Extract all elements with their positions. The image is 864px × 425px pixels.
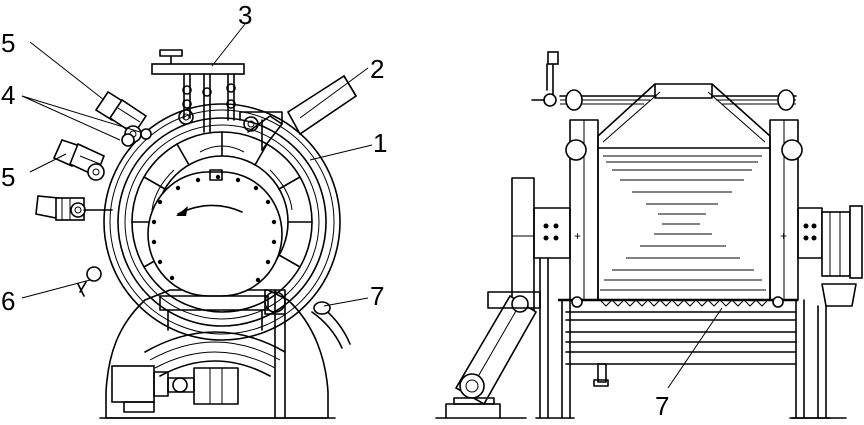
tank-top-inlet [654,83,713,99]
motor-middle [52,139,106,181]
side-view: + + [435,51,863,419]
motor-lower [35,195,113,221]
valve-upper [121,133,135,147]
swing-arm-pivot [459,373,485,399]
left-bracket [533,207,571,259]
rotation-arrow-head [176,206,188,216]
tank-hatching [600,155,766,291]
callout-5-upper: 5 [1,28,15,58]
swing-arm-mount [487,291,541,309]
lower-arc-3 [154,351,276,369]
drive-shaft [167,377,195,393]
handwheel [159,49,183,57]
tray-foot [597,363,607,383]
door-plate [147,171,283,297]
side-motor-foot [821,283,857,307]
callout-2: 2 [370,54,384,84]
outer-ring-1 [103,103,341,341]
right-bracket-bolts [803,223,817,241]
manifold-pipes [182,73,236,133]
valve-upper-2 [140,128,152,140]
door-latch [209,169,223,181]
chute-body [247,115,283,151]
lower-arc-1 [144,331,286,353]
leader-lines-front [21,23,373,307]
bearing-right [781,139,803,161]
cradle-plate [159,295,269,311]
side-motor-body [821,211,851,277]
side-motor-cap [849,205,863,279]
outer-ring-4 [124,124,320,320]
right-bracket [797,207,823,259]
callout-6: 6 [1,286,15,316]
svg-text:+: + [574,229,581,243]
callout-3: 3 [238,0,252,30]
motor-foot [123,401,155,413]
top-valve-cap [547,51,559,65]
left-post [511,177,535,311]
drive-motor-body [111,365,155,403]
svg-text:+: + [780,229,787,243]
frame-legs [535,257,831,419]
manifold-elbow-left [178,109,194,125]
drain-valve [86,266,102,282]
radial-baffles [131,131,313,268]
top-rails [559,89,797,111]
callout-7-front: 7 [370,281,384,311]
callout-5-lower: 5 [1,162,15,192]
top-manifold-plate [151,63,245,75]
gear-reducer [193,367,239,405]
swing-arm-top-pin [511,295,529,313]
callout-1: 1 [373,128,387,158]
callout-7-side: 7 [655,391,669,421]
top-valve-body [543,93,557,107]
bearing-left [565,139,587,161]
hose-nozzle-left [313,301,331,315]
lower-arc-4 [159,360,271,377]
front-view [21,23,373,419]
leader-7-side [667,307,723,389]
callout-labels: 5 4 5 6 3 2 1 7 7 [1,0,669,421]
outer-ring-3 [117,117,327,327]
left-bracket-bolts [543,223,559,241]
tray-teeth [599,299,769,307]
swing-arm-base [445,403,501,419]
outer-ring-2 [109,109,335,335]
lower-arc-2 [149,341,281,361]
callout-4: 4 [1,80,15,110]
door-bolts [151,174,277,283]
chute-top [239,111,283,125]
